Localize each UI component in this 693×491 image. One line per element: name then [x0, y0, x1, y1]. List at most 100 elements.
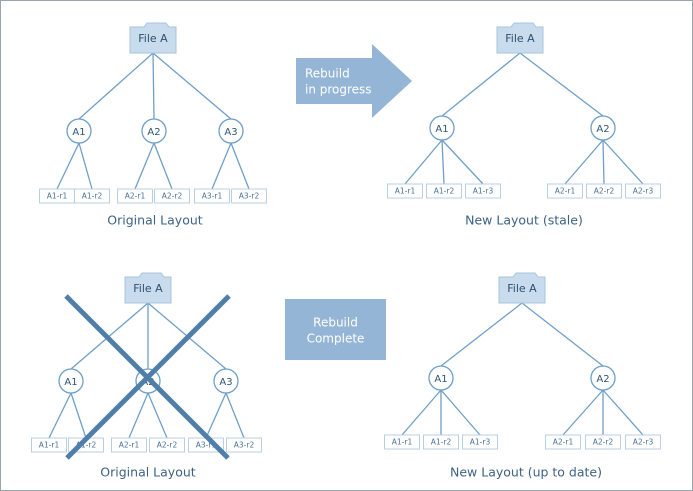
leaf-box: [426, 183, 462, 199]
node-circle: [428, 365, 454, 391]
node-circle: [429, 115, 455, 141]
leaf-node: A2-r2: [586, 183, 622, 199]
tree-node-a2: A2: [141, 118, 167, 144]
leaf-node: A2-r1: [111, 437, 147, 453]
tree-edge: [562, 389, 604, 436]
leaf-node: A1-r1: [39, 188, 75, 204]
tree-edge: [225, 392, 245, 439]
cross-stroke: [65, 294, 231, 460]
node-label: A1: [72, 127, 85, 138]
node-label: A1: [435, 124, 448, 135]
folder-icon: [129, 22, 177, 54]
leaf-node: A3-r2: [231, 188, 267, 204]
node-label: A3: [224, 127, 237, 138]
box-line-2: Complete: [307, 332, 365, 346]
arrow-line-2: in progress: [305, 83, 372, 97]
node-label: A2: [141, 377, 154, 388]
leaf-box: [465, 183, 501, 199]
root-label: File A: [133, 282, 163, 295]
root-label: File A: [505, 32, 535, 45]
folder-icon: [498, 272, 546, 304]
leaf-label: A1-r1: [392, 438, 413, 447]
leaf-node: A2-r2: [149, 437, 185, 453]
node-circle: [141, 118, 167, 144]
panel-caption: New Layout (stale): [465, 213, 583, 228]
node-label: A1: [64, 377, 77, 388]
tree-node-a2: A2: [590, 115, 616, 141]
tree-edge: [441, 139, 484, 185]
tree-edge: [230, 142, 250, 190]
leaf-node: A2-r3: [625, 434, 661, 450]
leaf-label: A1-r2: [434, 187, 455, 196]
leaf-box: [625, 183, 661, 199]
node-label: A2: [596, 374, 609, 385]
tree-edge: [440, 302, 523, 367]
leaf-label: A2-r2: [157, 441, 178, 450]
leaf-label: A2-r3: [633, 438, 654, 447]
node-circle: [590, 115, 616, 141]
cross-out-mark: [64, 294, 231, 460]
tree-edge: [441, 52, 521, 117]
node-circle: [66, 118, 92, 144]
leaf-box: [545, 434, 581, 450]
root-file-node: File A: [124, 272, 172, 304]
tree-edge: [153, 142, 173, 190]
leaf-label: A2-r1: [125, 192, 146, 201]
leaf-box: [154, 188, 190, 204]
leaf-label: A1-r3: [470, 438, 491, 447]
tree-edge: [211, 142, 232, 190]
tree-node-a2: A2: [590, 365, 616, 391]
tree-edge: [564, 139, 604, 185]
leaf-label: A3-r1: [202, 192, 223, 201]
tree-edge: [134, 142, 155, 190]
panel-caption: New Layout (up to date): [450, 465, 602, 480]
rebuild-complete-shape: [285, 299, 386, 360]
tree-edge: [602, 139, 605, 185]
leaf-box: [117, 188, 153, 204]
tree-edge: [519, 52, 604, 117]
leaf-box: [194, 188, 230, 204]
leaf-label: A2-r2: [594, 187, 615, 196]
leaf-label: A3-r1: [196, 441, 217, 450]
tree-edge: [70, 392, 87, 439]
tree-node-a1: A1: [429, 115, 455, 141]
tree-node-a1: A1: [58, 368, 84, 394]
leaf-label: A3-r2: [239, 192, 260, 201]
tree-edge: [404, 139, 443, 185]
root-file-node: File A: [498, 272, 546, 304]
node-circle: [58, 368, 84, 394]
leaf-node: A1-r2: [423, 434, 459, 450]
tree-edge: [78, 52, 154, 120]
tree-edge: [128, 392, 149, 439]
leaf-node: A1-r3: [465, 183, 501, 199]
leaf-node: A2-r1: [117, 188, 153, 204]
leaf-box: [585, 434, 621, 450]
leaf-node: A1-r1: [31, 437, 67, 453]
leaf-box: [387, 183, 423, 199]
leaf-label: A1-r3: [473, 187, 494, 196]
leaf-label: A2-r1: [119, 441, 140, 450]
leaf-node: A3-r2: [226, 437, 262, 453]
root-file-node: File A: [129, 22, 177, 54]
leaf-label: A3-r2: [234, 441, 255, 450]
leaf-node: A1-r3: [462, 434, 498, 450]
leaf-node: A2-r3: [625, 183, 661, 199]
leaf-box: [149, 437, 185, 453]
tree-node-a3: A3: [218, 118, 244, 144]
leaf-label: A1-r2: [76, 441, 97, 450]
leaf-label: A1-r2: [431, 438, 452, 447]
tree-edge: [152, 52, 232, 120]
leaf-box: [384, 434, 420, 450]
leaf-box: [625, 434, 661, 450]
leaf-node: A1-r2: [74, 188, 110, 204]
leaf-label: A1-r2: [82, 192, 103, 201]
arrow-icon: [296, 44, 412, 118]
tree-node-a3: A3: [213, 368, 239, 394]
tree-edge: [152, 52, 155, 120]
tree-edge: [48, 392, 72, 439]
leaf-box: [31, 437, 67, 453]
tree-edge: [147, 392, 168, 439]
leaf-box: [547, 183, 583, 199]
